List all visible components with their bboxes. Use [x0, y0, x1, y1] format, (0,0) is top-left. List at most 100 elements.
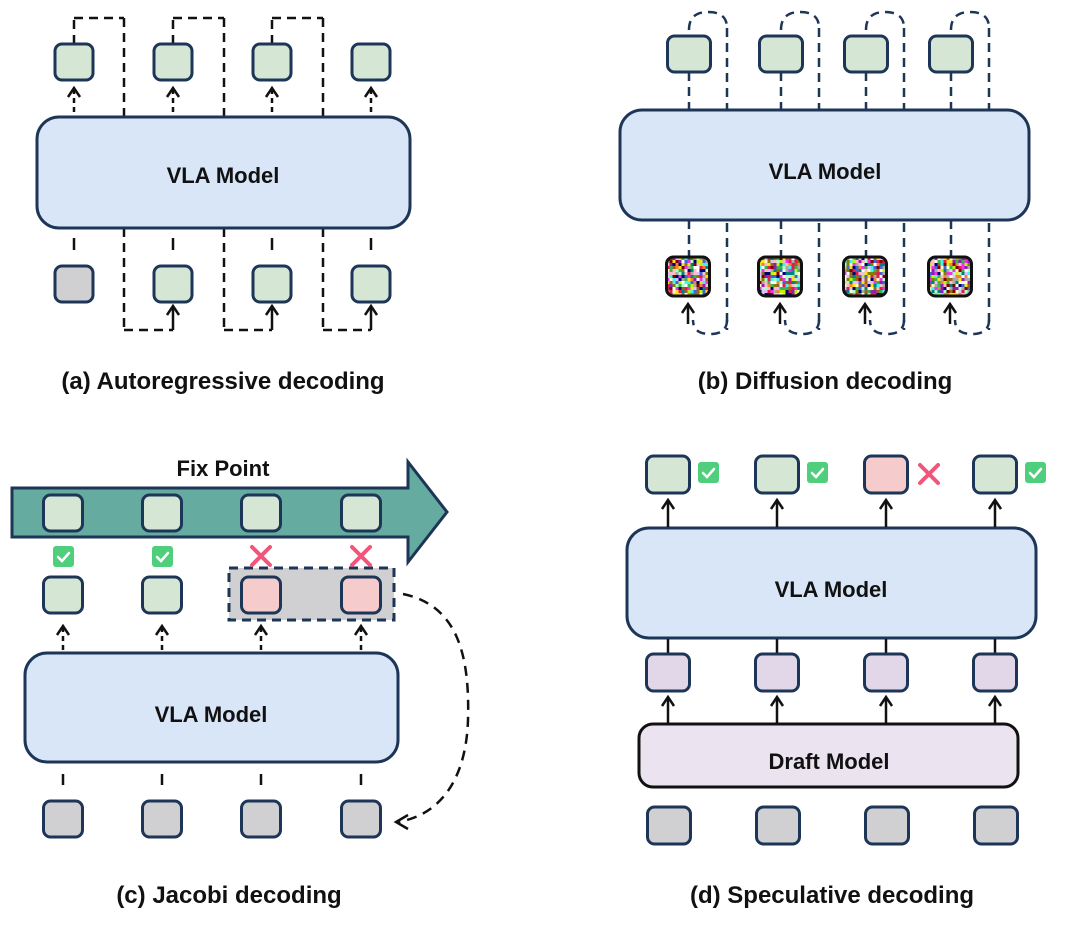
gray-token	[340, 799, 382, 839]
green-token	[666, 34, 712, 74]
panel-jacobi: Fix Point VLA Model (c) Jacobi decoding	[10, 456, 470, 909]
green-token	[350, 42, 392, 82]
green-token	[251, 42, 293, 82]
check-icon	[698, 462, 719, 483]
purple-token	[863, 652, 909, 693]
up-arrow-icon	[363, 85, 379, 116]
up-arrow-icon	[353, 623, 369, 652]
check-icon	[807, 462, 828, 483]
green-token	[152, 42, 194, 82]
up-arrow-icon	[55, 623, 71, 652]
caption-a: (a) Autoregressive decoding	[61, 368, 384, 395]
purple-token	[645, 652, 691, 693]
green-token	[645, 454, 691, 495]
green-token	[928, 34, 974, 74]
green-token	[152, 264, 194, 304]
draft-model-label: Draft Model	[769, 749, 890, 774]
green-token	[53, 42, 95, 82]
vla-model-box	[625, 526, 1038, 640]
noise-token	[665, 255, 711, 298]
reinject-arrowhead-icon	[393, 813, 409, 831]
panel-speculative: VLA Model Draft Model (d) Speculative de…	[625, 454, 1046, 909]
up-arrow-icon	[363, 303, 379, 330]
fix-point-label: Fix Point	[177, 456, 271, 481]
panel-diffusion: VLA Model (b) Diffusion decoding	[618, 10, 1031, 395]
loop-bottom	[783, 319, 821, 336]
vla-model-label: VLA Model	[775, 577, 888, 602]
gray-token	[646, 805, 692, 846]
green-token	[972, 454, 1018, 495]
green-token	[340, 493, 382, 533]
green-token	[843, 34, 889, 74]
up-arrow-icon	[264, 303, 280, 330]
up-arrow-icon	[165, 85, 181, 116]
gray-token	[755, 805, 801, 846]
caption-c: (c) Jacobi decoding	[116, 882, 341, 909]
vla-model-box	[23, 651, 400, 764]
up-arrow-icon	[165, 303, 181, 330]
up-arrow-icon	[942, 301, 958, 324]
green-token	[758, 34, 804, 74]
up-arrow-icon	[857, 301, 873, 324]
green-token	[251, 264, 293, 304]
caption-d: (d) Speculative decoding	[690, 882, 974, 909]
red-token	[340, 575, 382, 615]
up-arrow-icon	[772, 301, 788, 324]
vla-model-label: VLA Model	[167, 163, 280, 188]
up-arrow-icon	[66, 85, 82, 116]
up-arrow-icon	[769, 694, 785, 723]
check-icon	[53, 546, 74, 567]
green-token	[42, 493, 84, 533]
cross-icon	[350, 545, 372, 567]
red-token	[863, 454, 909, 495]
up-arrow-icon	[987, 497, 1003, 527]
draft-model-box	[637, 722, 1020, 789]
vla-model-label: VLA Model	[155, 702, 268, 727]
green-token	[42, 575, 84, 615]
up-arrow-icon	[154, 623, 170, 652]
purple-token	[754, 652, 800, 693]
up-arrow-icon	[680, 301, 696, 324]
loop-top	[779, 10, 821, 31]
green-token	[350, 264, 392, 304]
up-arrow-icon	[769, 497, 785, 527]
up-arrow-icon	[878, 497, 894, 527]
up-arrow-icon	[987, 694, 1003, 723]
up-arrow-icon	[253, 623, 269, 652]
gray-token	[42, 799, 84, 839]
loop-bottom	[868, 319, 906, 336]
red-token	[240, 575, 282, 615]
check-icon	[1025, 462, 1046, 483]
vla-model-box	[35, 115, 412, 230]
panel-autoregressive: VLA Model (a) Autoregressive decoding	[35, 16, 412, 395]
loop-top	[864, 10, 906, 31]
noise-token	[842, 255, 888, 298]
up-arrow-icon	[264, 85, 280, 116]
vla-model-box	[618, 108, 1031, 222]
autoregressive-tokens	[53, 42, 392, 330]
green-token	[754, 454, 800, 495]
up-arrow-icon	[878, 694, 894, 723]
gray-token	[864, 805, 910, 846]
vla-model-label: VLA Model	[769, 159, 882, 184]
green-token	[141, 575, 183, 615]
cross-icon	[250, 545, 272, 567]
check-icon	[152, 546, 173, 567]
noise-token	[927, 255, 973, 298]
caption-b: (b) Diffusion decoding	[698, 368, 953, 395]
up-arrow-icon	[660, 497, 676, 527]
gray-token	[973, 805, 1019, 846]
jacobi-tokens	[42, 493, 382, 839]
up-arrow-icon	[660, 694, 676, 723]
gray-token	[141, 799, 183, 839]
loop-bottom	[691, 319, 729, 336]
loop-top	[949, 10, 991, 31]
diffusion-tokens	[665, 34, 974, 324]
noise-token	[757, 255, 803, 298]
green-token	[141, 493, 183, 533]
purple-token	[972, 652, 1018, 693]
loop-bottom	[953, 319, 991, 336]
gray-token	[53, 264, 95, 304]
fix-point-arrow	[10, 457, 449, 567]
